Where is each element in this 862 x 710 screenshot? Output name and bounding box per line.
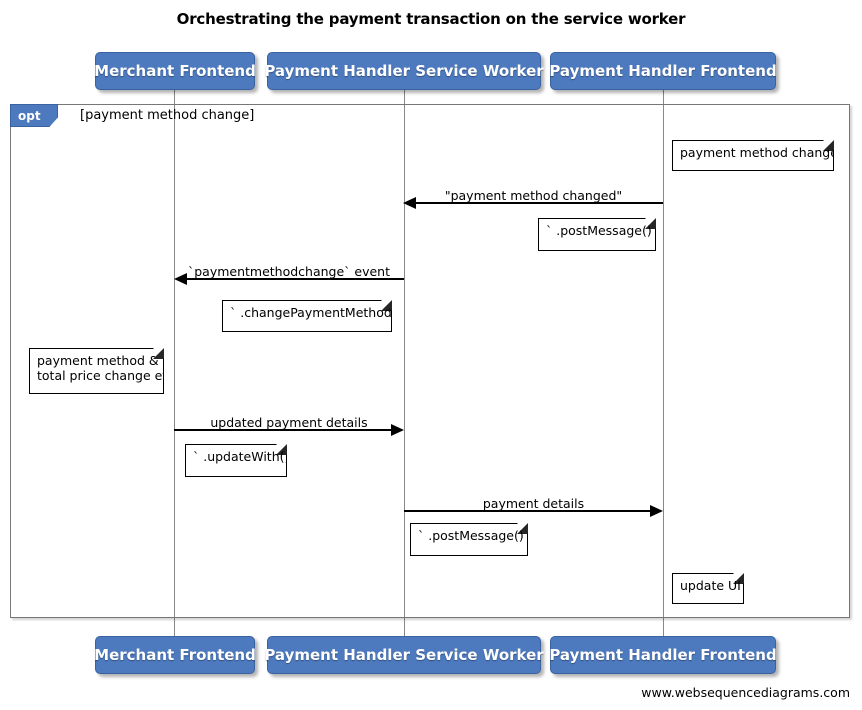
note-fold-icon bbox=[517, 523, 528, 534]
actor-header-ph-frontend[interactable]: Payment Handler Frontend bbox=[549, 52, 777, 90]
note-update-with: ` .updateWith()` bbox=[185, 444, 287, 477]
note-payment-method-total-price: payment method & total price change etc bbox=[29, 348, 164, 394]
message-label-updated-payment-details: updated payment details bbox=[210, 415, 368, 430]
lifeline-ph-service-worker-bottom bbox=[404, 618, 405, 636]
actor-header-ph-service-worker-label: Payment Handler Service Worker bbox=[264, 62, 544, 80]
note-fold-icon bbox=[645, 218, 656, 229]
fragment-opt-label: opt bbox=[10, 104, 58, 127]
lifeline-merchant-frontend bbox=[174, 88, 175, 618]
arrow-head-left-icon bbox=[403, 197, 416, 209]
fragment-opt-frame bbox=[10, 104, 850, 618]
message-line-payment-details bbox=[404, 510, 650, 512]
actor-footer-merchant-frontend[interactable]: Merchant Frontend bbox=[94, 636, 256, 674]
arrow-head-right-icon bbox=[650, 505, 663, 517]
actor-footer-ph-service-worker-label: Payment Handler Service Worker bbox=[264, 646, 544, 664]
actor-footer-ph-service-worker[interactable]: Payment Handler Service Worker bbox=[264, 636, 544, 674]
message-label-paymentmethodchange-event: `paymentmethodchange` event bbox=[187, 264, 391, 279]
lifeline-ph-frontend bbox=[663, 88, 664, 618]
message-line-updated-payment-details bbox=[174, 429, 391, 431]
actor-header-merchant-frontend-label: Merchant Frontend bbox=[94, 62, 256, 80]
actor-footer-merchant-frontend-label: Merchant Frontend bbox=[94, 646, 256, 664]
note-payment-method-changed: payment method changed bbox=[672, 140, 834, 171]
note-post-message-1: ` .postMessage()` bbox=[538, 218, 656, 251]
actor-header-merchant-frontend[interactable]: Merchant Frontend bbox=[94, 52, 256, 90]
note-update-ui: update UI bbox=[672, 573, 744, 604]
message-line-payment-method-changed bbox=[410, 202, 663, 204]
note-fold-icon bbox=[276, 444, 287, 455]
note-fold-icon bbox=[733, 573, 744, 584]
message-line-paymentmethodchange-event bbox=[181, 278, 404, 280]
message-label-payment-details: payment details bbox=[482, 496, 585, 511]
fragment-opt-guard: [payment method change] bbox=[80, 108, 255, 123]
arrow-head-left-icon bbox=[174, 273, 187, 285]
actor-header-ph-frontend-label: Payment Handler Frontend bbox=[549, 62, 777, 80]
lifeline-merchant-frontend-bottom bbox=[174, 618, 175, 636]
note-change-payment-method: ` .changePaymentMethod()` bbox=[222, 300, 392, 332]
note-fold-icon bbox=[153, 348, 164, 359]
actor-footer-ph-frontend-label: Payment Handler Frontend bbox=[549, 646, 777, 664]
arrow-head-right-icon bbox=[391, 424, 404, 436]
page-title: Orchestrating the payment transaction on… bbox=[176, 10, 686, 28]
note-fold-icon bbox=[823, 140, 834, 151]
message-label-payment-method-changed: "payment method changed" bbox=[444, 188, 623, 203]
note-fold-icon bbox=[381, 300, 392, 311]
footer-credit: www.websequencediagrams.com bbox=[641, 685, 850, 700]
actor-footer-ph-frontend[interactable]: Payment Handler Frontend bbox=[549, 636, 777, 674]
lifeline-ph-frontend-bottom bbox=[663, 618, 664, 636]
lifeline-ph-service-worker bbox=[404, 88, 405, 618]
actor-header-ph-service-worker[interactable]: Payment Handler Service Worker bbox=[264, 52, 544, 90]
note-post-message-2: ` .postMessage()` bbox=[410, 523, 528, 556]
